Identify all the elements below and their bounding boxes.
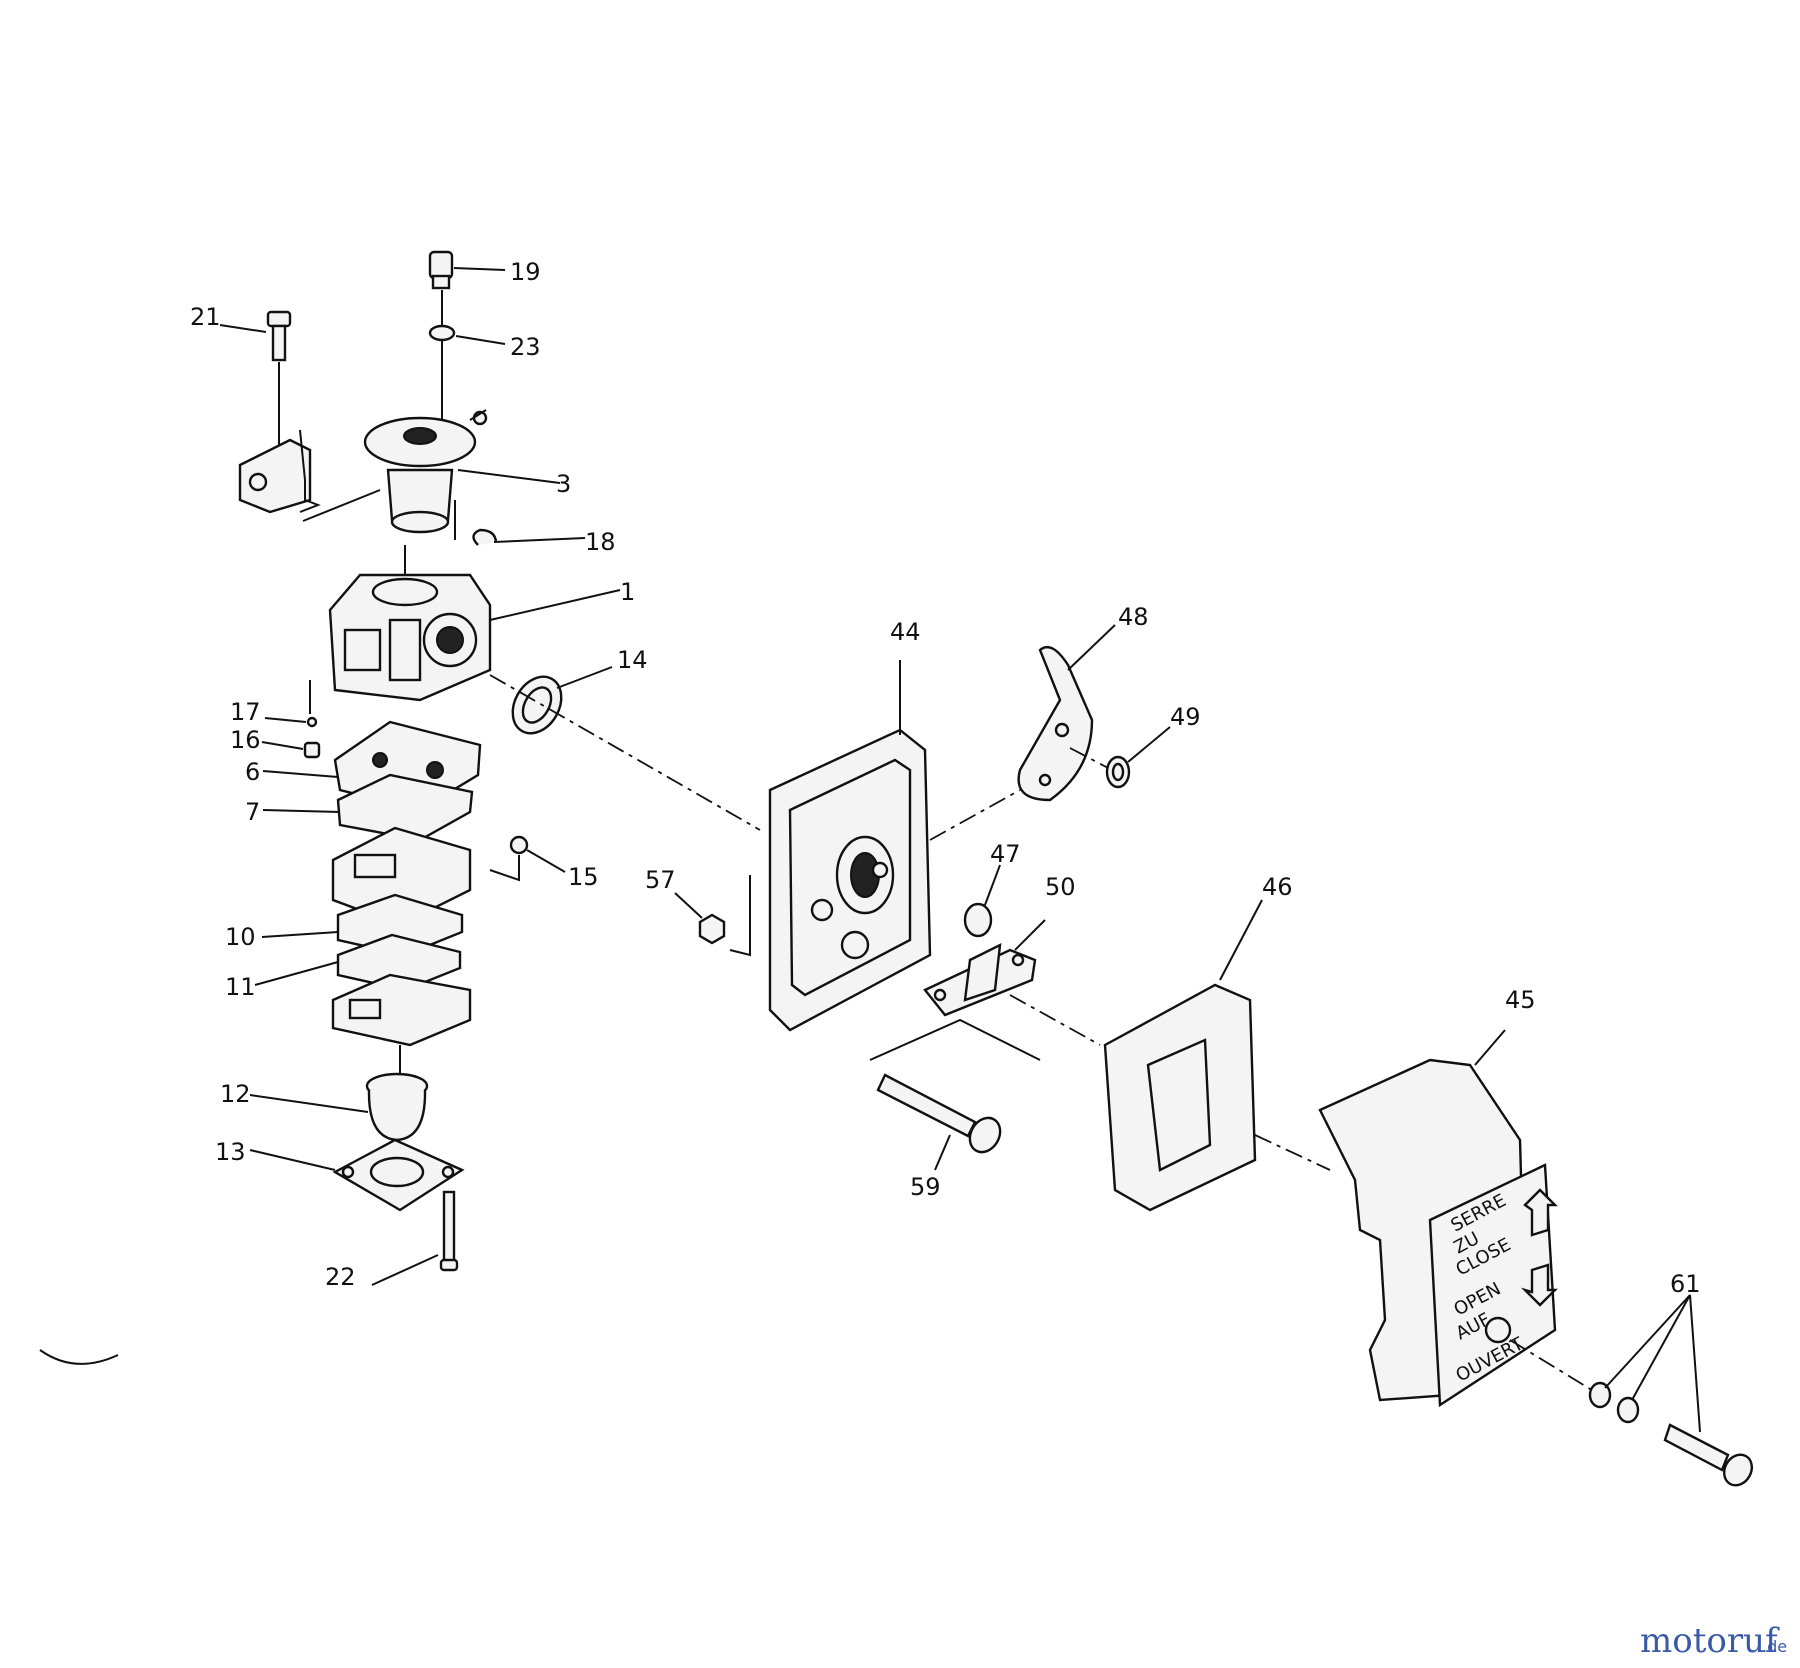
part-7-diaphragm: 7 <box>245 773 474 842</box>
close-arrow-icon <box>1523 1188 1558 1237</box>
part-11-diaphragm: 11 <box>225 933 462 1001</box>
part-21-screw: 21 <box>190 303 292 450</box>
part-48-choke-lever: 48 <box>1017 603 1149 802</box>
part-15-screw: 15 <box>489 835 599 891</box>
part-12-primer-bulb: 12 <box>220 1072 429 1142</box>
label-45: 45 <box>1505 986 1536 1014</box>
label-61: 61 <box>1670 1270 1701 1298</box>
label-19: 19 <box>510 258 541 286</box>
label-16: 16 <box>230 726 261 754</box>
watermark-suffix: .de <box>1762 1637 1787 1656</box>
motoruf-watermark: motoruf .de <box>1640 1621 1787 1661</box>
part-16-screw: 16 <box>230 726 321 759</box>
label-21: 21 <box>190 303 221 331</box>
throttle-bracket <box>238 429 321 514</box>
pump-body <box>331 826 472 927</box>
part-47-pin: 47 <box>963 840 1021 938</box>
part-1-carburetor-body: 1 <box>328 545 635 702</box>
label-22: 22 <box>325 1263 356 1291</box>
watermark-brand: motoruf <box>1640 1621 1780 1661</box>
part-23-washer: 23 <box>428 290 541 420</box>
label-50: 50 <box>1045 873 1076 901</box>
open-arrow-icon <box>1520 1263 1558 1307</box>
part-18-clip: 18 <box>454 500 616 556</box>
part-17-ball: 17 <box>230 680 318 728</box>
part-22-screw: 22 <box>325 1190 459 1291</box>
label-7: 7 <box>245 798 260 826</box>
part-57-nut: 57 <box>645 866 751 957</box>
label-23: 23 <box>510 333 541 361</box>
part-3-throttle-assembly: 3 <box>302 409 571 534</box>
label-18: 18 <box>585 528 616 556</box>
label-1: 1 <box>620 578 635 606</box>
label-14: 14 <box>617 646 648 674</box>
part-13-flange: 13 <box>215 1138 465 1212</box>
part-46-filter-element: 46 <box>1103 873 1293 1212</box>
label-10: 10 <box>225 923 256 951</box>
part-50-bracket: 50 <box>923 873 1076 1017</box>
lower-cover <box>331 973 472 1078</box>
label-48: 48 <box>1118 603 1149 631</box>
part-19-fitting: 19 <box>428 250 541 290</box>
part-61-screw-set: 61 <box>1588 1270 1754 1487</box>
label-57: 57 <box>645 866 676 894</box>
label-46: 46 <box>1262 873 1293 901</box>
label-47: 47 <box>990 840 1021 868</box>
label-6: 6 <box>245 758 260 786</box>
label-3: 3 <box>556 470 571 498</box>
label-44: 44 <box>890 618 921 646</box>
part-14-gasket-ring: 14 <box>511 646 648 735</box>
label-15: 15 <box>568 863 599 891</box>
label-12: 12 <box>220 1080 251 1108</box>
part-59-long-bolt: 59 <box>869 1018 1041 1201</box>
part-44-air-filter-base: 44 <box>768 618 932 1032</box>
label-13: 13 <box>215 1138 246 1166</box>
part-45-air-filter-cover: SERRE ZU CLOSE OPEN AUF OUVERT 45 <box>1318 986 1558 1408</box>
label-11: 11 <box>225 973 256 1001</box>
label-49: 49 <box>1170 703 1201 731</box>
label-59: 59 <box>910 1173 941 1201</box>
stray-mark <box>39 1349 119 1365</box>
part-49-washer: 49 <box>1105 703 1201 789</box>
label-17: 17 <box>230 698 261 726</box>
part-10-gasket: 10 <box>225 893 464 957</box>
